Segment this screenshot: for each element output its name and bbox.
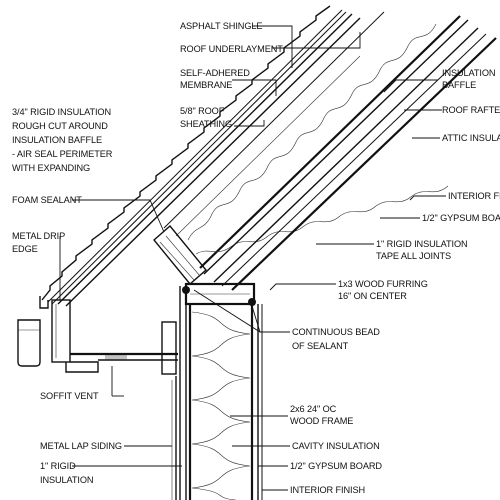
wall-cavity-insulation	[191, 311, 251, 500]
sealant-bead-right	[248, 298, 256, 306]
label-sealant-1: CONTINUOUS BEAD	[292, 327, 380, 337]
roof-rafter-bottom	[199, 15, 461, 269]
label-roof-underlayment: ROOF UNDERLAYMENT	[180, 44, 283, 54]
label-gypsum-wall: 1/2" GYPSUM BOARD	[290, 461, 382, 471]
label-soffit-vent: SOFFIT VENT	[40, 391, 99, 401]
label-sheathing-2: SHEATHING	[180, 119, 232, 129]
roof-assembly	[41, 5, 497, 307]
label-sheathing-1: 5/8" ROOF	[180, 106, 225, 116]
label-baffle-note-2: ROUGH CUT AROUND	[12, 121, 108, 131]
label-furring-1: 1x3 WOOD FURRING	[338, 279, 428, 289]
label-self-adhered-2: MEMBRANE	[180, 80, 232, 90]
gutter	[17, 319, 41, 367]
label-baffle-note-1: 3/4" RIGID INSULATION	[12, 107, 111, 117]
label-gypsum-top: 1/2" GYPSUM BOARD	[422, 213, 500, 223]
label-baffle-note-4: - AIR SEAL PERIMETER	[12, 149, 113, 159]
eave-assembly	[17, 224, 207, 375]
label-baffle-note-3: INSULATION BAFFLE	[12, 135, 102, 145]
soffit-vent	[105, 355, 127, 360]
rigid-insulation-baffle-block	[153, 224, 207, 286]
label-lap-siding: METAL LAP SIDING	[40, 441, 122, 451]
label-roof-rafter: ROOF RAFTER	[442, 105, 500, 115]
label-asphalt-shingle: ASPHALT SHINGLE	[180, 21, 262, 31]
leader-lines	[59, 25, 446, 491]
label-insulation-baffle-2: BAFFLE	[442, 80, 476, 90]
rigid-insulation-ceiling-bottom	[213, 27, 479, 283]
label-interior-finish-top: INTERIOR FINISH	[448, 191, 500, 201]
label-sealant-2: OF SEALANT	[292, 341, 349, 351]
roof-sheathing-top	[57, 13, 353, 305]
label-frame-2: WOOD FRAME	[290, 416, 353, 426]
roof-sheathing-bottom	[65, 17, 361, 307]
ceiling-gypsum-board	[231, 37, 497, 291]
label-drip-edge-2: EDGE	[12, 244, 38, 254]
label-rigid-wall-2: INSULATION	[40, 475, 93, 485]
label-rigid-wall-1: 1" RIGID	[40, 461, 76, 471]
metal-drip-edge	[39, 296, 49, 309]
fascia-board	[51, 299, 71, 363]
soffit-nailer	[161, 321, 177, 375]
label-frame-1: 2x6 24" OC	[290, 404, 337, 414]
label-rigid-ins-2: TAPE ALL JOINTS	[376, 251, 451, 261]
insulation-baffle	[175, 55, 361, 237]
self-adhered-membrane	[51, 11, 347, 305]
wall-assembly	[171, 282, 263, 500]
label-furring-2: 16" ON CENTER	[338, 291, 407, 301]
label-cavity-ins: CAVITY INSULATION	[292, 441, 380, 451]
label-insulation-baffle-1: INSULATION	[442, 68, 495, 78]
asphalt-shingle	[41, 5, 331, 301]
label-baffle-note-6: FOAM SEALANT	[12, 195, 82, 205]
label-baffle-note-5: WITH EXPANDING	[12, 163, 90, 173]
label-self-adhered-1: SELF-ADHERED	[180, 68, 250, 78]
labels: ASPHALT SHINGLE ROOF UNDERLAYMENT SELF-A…	[12, 21, 500, 495]
label-rigid-ins-1: 1" RIGID INSULATION	[376, 239, 468, 249]
label-interior-finish-wall: INTERIOR FINISH	[290, 485, 365, 495]
label-attic-insulation: ATTIC INSULATION	[442, 133, 500, 143]
rigid-insulation-ceiling-top	[203, 19, 469, 275]
label-drip-edge-1: METAL DRIP	[12, 231, 65, 241]
furring-line	[221, 33, 487, 287]
roof-underlayment	[47, 9, 343, 303]
